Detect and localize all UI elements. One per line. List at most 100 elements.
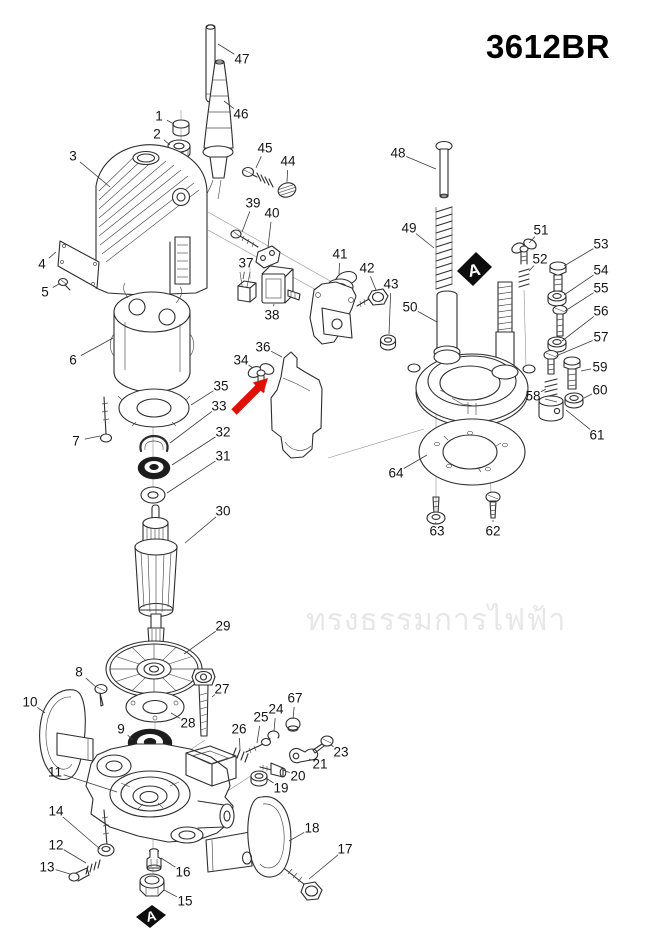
part-callout-44: 44 [280, 154, 296, 169]
part-59-bolt [563, 356, 581, 390]
leader-line-40 [267, 221, 272, 248]
part-callout-59: 59 [592, 360, 607, 375]
part-callout-64: 64 [388, 466, 404, 481]
part-callout-32: 32 [215, 425, 230, 440]
part-callout-27: 27 [214, 682, 229, 697]
leader-line-57 [555, 340, 593, 357]
part-64-base-plate [418, 418, 526, 486]
part-callout-62: 62 [485, 524, 500, 539]
part-callout-30: 30 [215, 504, 230, 519]
leader-line-50 [417, 311, 438, 323]
part-callout-52: 52 [532, 252, 547, 267]
leader-line-36 [270, 350, 283, 358]
part-callout-60: 60 [592, 383, 607, 398]
leader-line-35 [190, 390, 214, 406]
part-callout-19: 19 [273, 781, 288, 796]
part-3-motor-housing [95, 144, 208, 296]
part-28-baffle-plate [125, 691, 185, 723]
part-callout-31: 31 [215, 449, 230, 464]
brand-logo-top: A [457, 252, 492, 286]
part-49-spring [435, 206, 453, 290]
part-callout-21: 21 [312, 757, 327, 772]
part-1-cap [172, 119, 190, 137]
leader-line-20 [282, 769, 290, 774]
leader-line-49 [415, 233, 435, 249]
part-18-handle-grip [205, 796, 292, 878]
leader-line-6 [80, 337, 114, 357]
part-callout-42: 42 [359, 261, 374, 276]
leader-line-39 [241, 211, 251, 233]
part-33-retaining-clip [139, 434, 169, 453]
leader-line-56 [561, 316, 595, 342]
part-callout-12: 12 [48, 838, 63, 853]
leader-line-28 [170, 712, 181, 719]
leader-line-3 [79, 161, 111, 188]
leader-line-27 [211, 694, 216, 698]
part-callout-45: 45 [257, 141, 272, 156]
leader-line-29 [183, 630, 216, 655]
part-45-brush-holder-screw [241, 166, 274, 188]
leader-line-13 [55, 869, 71, 875]
part-24-washer [267, 730, 280, 740]
leader-line-46 [223, 100, 235, 109]
part-60-nut [564, 392, 584, 409]
part-5-screw [57, 277, 71, 291]
part-17-bolt [284, 868, 323, 901]
part-callout-56: 56 [593, 304, 608, 319]
part-callout-43: 43 [383, 277, 398, 292]
part-16-collet-cone [146, 848, 162, 872]
part-base-ring [407, 349, 536, 427]
part-callout-33: 33 [211, 399, 226, 414]
part-callout-51: 51 [533, 223, 548, 238]
part-41-lever-bracket [309, 270, 357, 345]
part-57-screw [543, 349, 559, 375]
part-54-nut [547, 290, 567, 307]
leader-line-43 [388, 292, 392, 335]
leader-line-58 [540, 388, 547, 393]
leader-line-30 [184, 516, 217, 544]
part-10-handle-grip [39, 689, 94, 781]
part-callout-37: 37 [238, 256, 253, 271]
part-callout-16: 16 [175, 865, 190, 880]
part-callout-8: 8 [75, 665, 83, 680]
part-callout-47: 47 [234, 52, 249, 67]
part-62-screw [485, 491, 501, 519]
part-callout-58: 58 [525, 389, 540, 404]
part-callout-50: 50 [402, 300, 417, 315]
part-callout-10: 10 [22, 695, 37, 710]
part-callout-24: 24 [268, 702, 284, 717]
part-37-carbon-brush [237, 271, 257, 303]
part-39-screw [230, 229, 259, 248]
part-26-spring [232, 747, 249, 763]
part-callout-4: 4 [38, 257, 46, 272]
part-callout-6: 6 [69, 353, 77, 368]
part-callout-26: 26 [231, 722, 246, 737]
watermark-text: ทรงธรรมการไฟฟ้า [306, 604, 567, 637]
leader-line-51 [528, 236, 536, 244]
page-title: 3612BR [485, 28, 611, 65]
leader-line-26 [239, 737, 241, 751]
part-31-washer [140, 486, 166, 504]
part-callout-46: 46 [233, 107, 248, 122]
part-callout-1: 1 [155, 109, 163, 124]
leader-line-61 [565, 409, 591, 430]
part-27-bolt [191, 668, 216, 737]
part-8-screw [94, 683, 108, 707]
part-36-dust-cover [270, 351, 323, 459]
part-callout-36: 36 [255, 340, 270, 355]
part-53-bolt [549, 261, 567, 292]
part-callout-28: 28 [180, 716, 195, 731]
part-19-nut [250, 770, 268, 787]
part-55-screw [552, 304, 568, 337]
leader-line-45 [255, 156, 262, 169]
part-48-stopper-rod [435, 140, 453, 199]
leader-line-32 [171, 436, 216, 466]
part-38-switch [261, 265, 301, 304]
part-callout-18: 18 [304, 821, 319, 836]
leader-line-19 [265, 777, 274, 784]
part-20-thumb-screw [259, 762, 287, 778]
part-58-spring-knob [538, 378, 564, 422]
leader-line-21 [308, 758, 312, 761]
part-callout-35: 35 [213, 379, 228, 394]
